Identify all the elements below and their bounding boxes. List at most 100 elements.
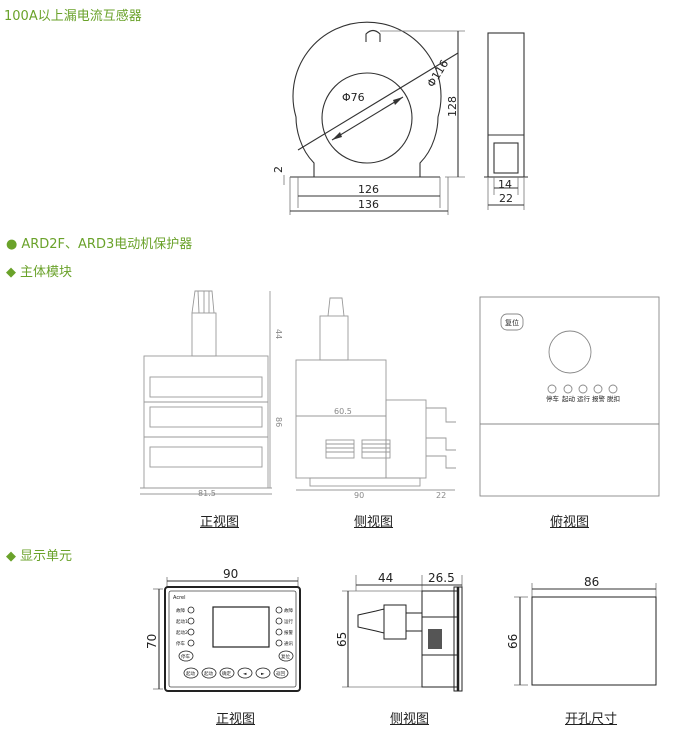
diamond-icon: ◆ <box>6 549 16 564</box>
caption-top1: 俯视图 <box>550 515 590 530</box>
ct-height-label: 128 <box>446 96 459 117</box>
bullet-dot-icon: ● <box>6 237 18 252</box>
caption-side2: 侧视图 <box>390 712 430 727</box>
ct-side-width-label: 22 <box>499 192 513 205</box>
ct-top-tab <box>365 29 381 42</box>
display-screen <box>212 606 270 648</box>
side-base <box>309 477 421 487</box>
side-rail <box>385 399 427 479</box>
heading-display-unit: ◆ 显示单元 <box>6 545 72 564</box>
module-side-view: 60.5 90 22 <box>295 297 456 500</box>
led-icon <box>547 384 557 394</box>
display-side-view: 44 26.5 65 <box>335 571 463 692</box>
diamond-icon: ◆ <box>6 265 16 280</box>
led-icon <box>187 639 195 647</box>
led-label: 报警 <box>592 394 606 403</box>
panel-right-label: 运行 <box>284 618 293 625</box>
heading-ard-text: ARD2F、ARD3电动机保护器 <box>21 237 193 252</box>
cutout-view: 86 66 <box>506 575 657 686</box>
heading-ct-text: 100A以上漏电流互感器 <box>4 9 142 24</box>
reset-button-outline <box>278 650 294 662</box>
ct-base-inner-label: 126 <box>358 183 379 196</box>
ct-arrowhead <box>393 97 403 105</box>
led-icon <box>275 639 283 647</box>
module-body <box>143 355 269 489</box>
led-label: 起动 <box>562 395 576 403</box>
led-icon <box>275 606 283 614</box>
heading-main-module-text: 主体模块 <box>20 265 73 280</box>
reset-button-outline <box>500 313 524 331</box>
cutout-width-label: 86 <box>584 575 599 589</box>
display-side-connector <box>357 608 385 634</box>
reset-label: 复位 <box>505 318 519 327</box>
side-vent <box>325 439 355 459</box>
ct-outer-dia-line <box>297 52 459 151</box>
panel-button-label: 返回 <box>276 670 285 677</box>
module-front-view: 44 86 81.5 <box>140 290 283 498</box>
led-icon <box>275 617 283 625</box>
ct-inner-dia-label: Φ76 <box>342 91 365 104</box>
caption-front2: 正视图 <box>216 712 256 727</box>
ct-inner-hole <box>321 72 413 164</box>
panel-left-label: 起动1 <box>176 618 188 625</box>
module-top-view: 复位 停车 起动 运行 报警 脱扣 <box>479 296 660 497</box>
led-icon <box>578 384 588 394</box>
panel-right-label: 故障 <box>284 607 293 614</box>
panel-button-label: ◄ <box>243 672 247 677</box>
module-width-label: 81.5 <box>198 489 216 498</box>
side-inner-label: 60.5 <box>334 407 352 416</box>
heading-ard: ●ARD2F、ARD3电动机保护器 <box>6 233 192 252</box>
display-side-vent <box>428 629 442 649</box>
led-icon <box>593 384 603 394</box>
caption-front1: 正视图 <box>200 515 240 530</box>
panel-button-label: 确定 <box>222 670 231 677</box>
cutout-height-label: 66 <box>506 634 520 649</box>
heading-display-unit-text: 显示单元 <box>20 549 73 564</box>
side-cable <box>327 297 345 317</box>
ct-drawing: Φ76 Φ116 128 2 126 136 14 22 <box>272 21 528 215</box>
led-label: 运行 <box>577 394 591 403</box>
led-label: 脱扣 <box>607 394 620 403</box>
display-bezel <box>164 586 301 692</box>
display-brand: Acrel <box>173 595 186 601</box>
ct-outer-ring <box>292 21 442 178</box>
heading-main-module: ◆ 主体模块 <box>6 261 72 280</box>
led-icon <box>187 606 195 614</box>
ct-base-outer-label: 136 <box>358 198 379 211</box>
panel-stop-label: 停车 <box>181 653 190 660</box>
module-terminal <box>191 312 217 357</box>
display-side-b-label: 26.5 <box>428 571 455 585</box>
display-width-label: 90 <box>223 567 238 581</box>
side-terminal <box>319 315 349 361</box>
led-label: 停车 <box>546 394 560 403</box>
display-front-view: 90 70 Acrel 故障 起动1 起动2 停车 故障 运行 报警 通讯 停车… <box>145 567 301 692</box>
cutout-rect <box>531 596 657 686</box>
display-side-h-label: 65 <box>335 632 349 647</box>
display-side-a-label: 44 <box>378 571 393 585</box>
top-view-frame <box>479 296 660 497</box>
ct-gap-label: 2 <box>272 166 285 173</box>
ct-inner-dia-line <box>331 96 404 141</box>
ct-side-depth-label: 14 <box>498 178 512 191</box>
module-top-h-label: 44 <box>274 329 283 339</box>
stop-button-outline <box>178 650 194 662</box>
caption-side1: 侧视图 <box>354 515 394 530</box>
display-height-label: 70 <box>145 634 159 649</box>
panel-button-label: ► <box>261 672 265 677</box>
panel-reset-label: 复位 <box>281 653 290 660</box>
panel-left-label: 停车 <box>176 640 185 647</box>
panel-left-label: 故障 <box>176 607 185 614</box>
led-icon <box>275 628 283 636</box>
led-icon <box>563 384 573 394</box>
ct-side-window <box>493 142 519 174</box>
side-body <box>295 359 387 479</box>
panel-right-label: 通讯 <box>284 640 293 647</box>
panel-button-label: 起动 <box>204 670 213 677</box>
ct-arrowhead <box>332 132 342 140</box>
module-slot <box>149 446 263 468</box>
panel-button-label: 起动 <box>186 670 195 677</box>
module-body-h-label: 86 <box>274 417 283 427</box>
led-icon <box>187 617 195 625</box>
panel-left-label: 起动2 <box>176 629 188 636</box>
panel-right-label: 报警 <box>284 629 293 636</box>
